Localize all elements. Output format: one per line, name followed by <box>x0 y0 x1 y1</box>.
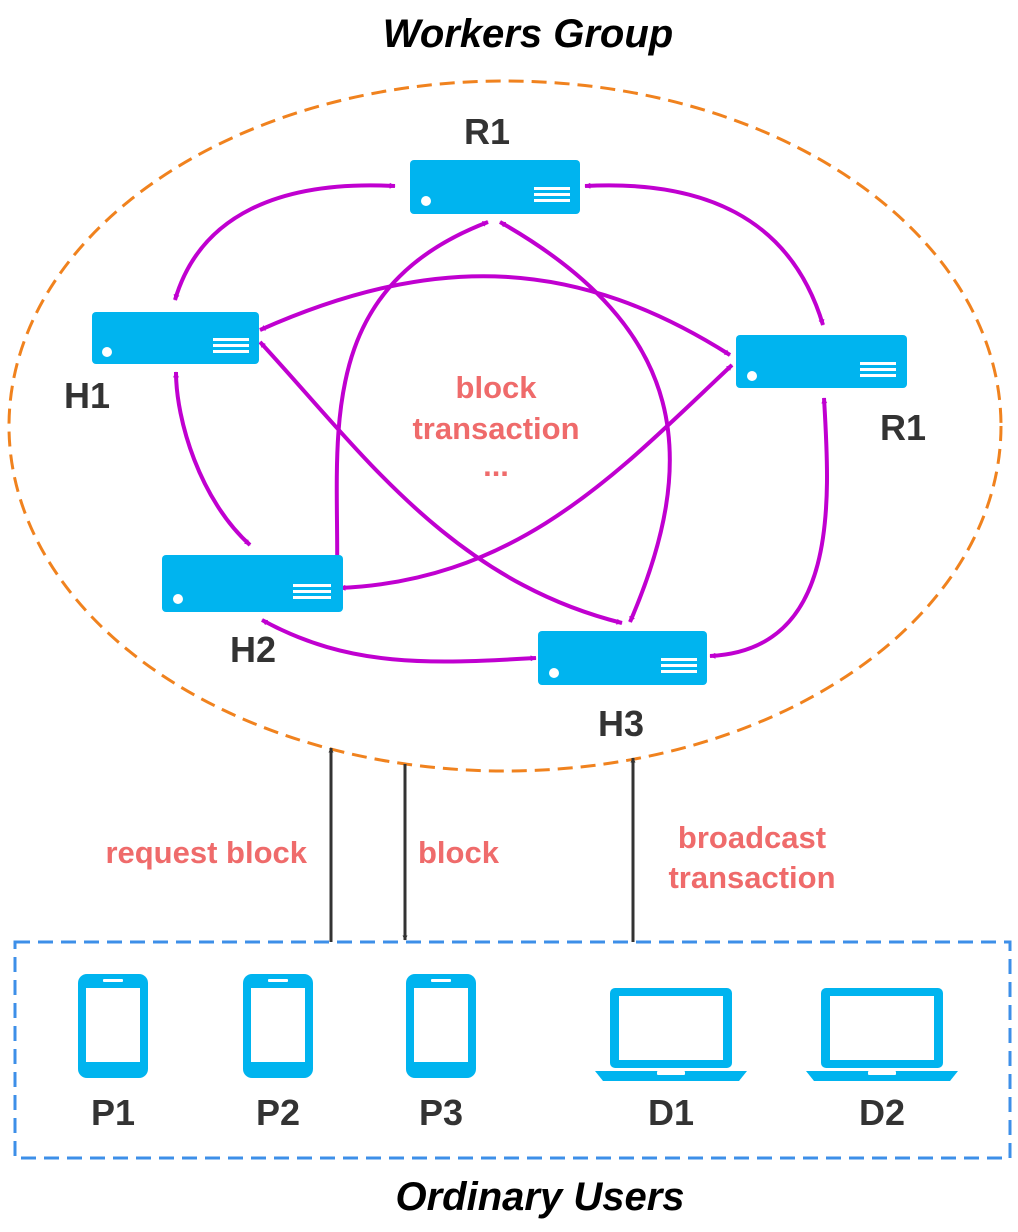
link-h1-r1right <box>259 274 732 357</box>
link-h2-h3 <box>261 618 537 664</box>
server-icon <box>736 335 907 388</box>
server-icon <box>162 555 343 612</box>
broadcast-label-line2: transaction <box>668 860 835 895</box>
user-d1: D1 <box>595 988 747 1133</box>
link-r1top-h1 <box>173 182 396 301</box>
server-h2-label: H2 <box>230 629 276 670</box>
laptop-icon <box>595 988 747 1081</box>
phone-icon <box>78 974 148 1078</box>
workers-group-title: Workers Group <box>383 12 673 56</box>
block-label: block <box>418 835 500 870</box>
server-icon <box>410 160 580 214</box>
server-icon <box>92 312 259 364</box>
user-p3: P3 <box>406 974 476 1133</box>
link-r1right-h3 <box>709 397 829 659</box>
peer-links <box>173 182 829 664</box>
user-p2-label: P2 <box>256 1092 300 1133</box>
server-h3: H3 <box>538 631 707 744</box>
server-h2: H2 <box>162 555 343 670</box>
center-text-block: block <box>456 370 538 405</box>
link-r1right-h2 <box>339 363 734 591</box>
server-r1-top: R1 <box>410 111 580 214</box>
phone-icon <box>406 974 476 1078</box>
user-p1-label: P1 <box>91 1092 135 1133</box>
ordinary-users-boundary <box>13 940 1012 1160</box>
center-text-transaction: transaction <box>412 411 579 446</box>
request-block-label: request block <box>105 835 307 870</box>
user-d2-label: D2 <box>859 1092 905 1133</box>
center-text-ellipsis: ... <box>483 448 509 483</box>
server-h3-label: H3 <box>598 703 644 744</box>
user-p1: P1 <box>78 974 148 1133</box>
server-r1-top-label: R1 <box>464 111 510 152</box>
user-d2: D2 <box>806 988 958 1133</box>
laptop-icon <box>806 988 958 1081</box>
link-r1top-r1right <box>584 182 825 326</box>
server-r1-right-label: R1 <box>880 407 926 448</box>
phone-icon <box>243 974 313 1078</box>
broadcast-label-line1: broadcast <box>678 820 826 855</box>
user-p3-label: P3 <box>419 1092 463 1133</box>
workers-group-boundary <box>7 79 1003 773</box>
user-d1-label: D1 <box>648 1092 694 1133</box>
ordinary-users-title: Ordinary Users <box>395 1175 684 1219</box>
link-h1-h2 <box>173 371 252 547</box>
server-h1-label: H1 <box>64 375 110 416</box>
user-p2: P2 <box>243 974 313 1133</box>
server-h1: H1 <box>64 312 259 416</box>
server-r1-right: R1 <box>736 335 926 448</box>
server-icon <box>538 631 707 685</box>
